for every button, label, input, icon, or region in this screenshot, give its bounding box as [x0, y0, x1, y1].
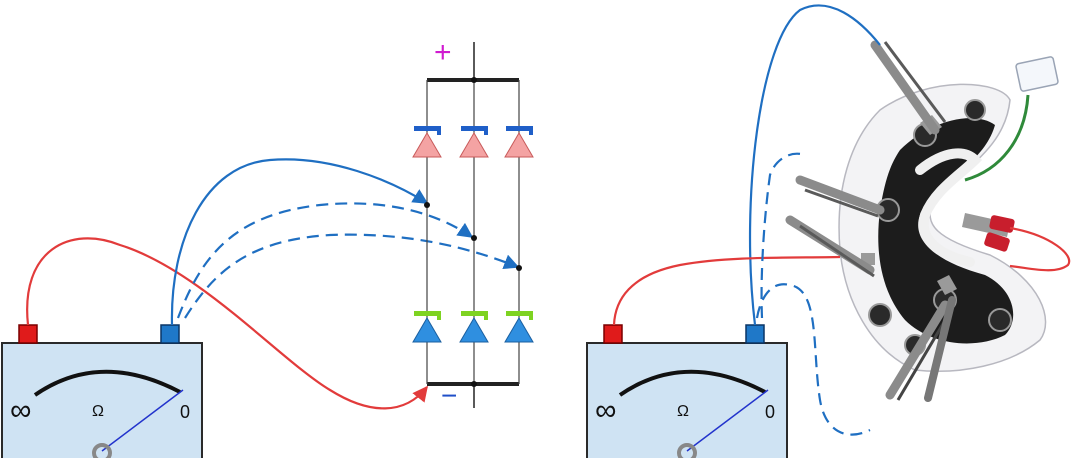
right-meter-needle — [686, 389, 769, 452]
left-ohmmeter: ∞ Ω 0 — [1, 324, 203, 458]
diode-hole — [868, 303, 892, 327]
left-test-leads — [26, 158, 520, 410]
left-meter-scale — [33, 369, 181, 397]
left-ohm-label: Ω — [92, 403, 104, 420]
node-phase-3 — [516, 265, 522, 271]
upper-diode-3 — [504, 126, 534, 158]
right-zero-label: 0 — [765, 402, 775, 422]
left-meter-needle — [101, 389, 184, 452]
right-meter-scale — [618, 369, 766, 397]
left-zero-label: 0 — [180, 402, 190, 422]
node-positive — [471, 77, 477, 83]
right-infinity-label: ∞ — [595, 394, 616, 427]
right-test-leads — [612, 4, 1071, 436]
diode-bridge: + − — [412, 36, 534, 411]
right-positive-terminal[interactable] — [603, 324, 623, 344]
right-negative-terminal[interactable] — [745, 324, 765, 344]
blue-lead-solid[interactable] — [170, 158, 429, 326]
plate-inner-strip — [915, 148, 983, 267]
left-positive-terminal[interactable] — [18, 324, 38, 344]
plate-insulator — [878, 118, 1014, 344]
diode-hole — [988, 308, 1012, 332]
right-red-lead-left[interactable] — [612, 255, 841, 326]
lower-diode-2 — [459, 311, 489, 343]
left-infinity-label: ∞ — [10, 394, 31, 427]
alligator-clip-top — [870, 40, 947, 135]
left-meter-body — [1, 342, 203, 458]
left-meter-pivot — [92, 443, 112, 458]
node-negative — [471, 381, 477, 387]
upper-diode-2 — [459, 126, 489, 158]
connector-plug — [1015, 56, 1059, 92]
alligator-clip-left-lower — [785, 215, 875, 278]
node-phase-1 — [424, 202, 430, 208]
right-blue-lead-dashed-upper[interactable] — [760, 152, 806, 319]
diode-hole — [964, 99, 986, 121]
right-blue-lead[interactable] — [748, 4, 881, 326]
rectifier-plate-icon — [785, 40, 1059, 402]
plus-label: + — [434, 36, 452, 69]
right-ohm-label: Ω — [677, 403, 689, 420]
right-meter-pivot — [677, 443, 697, 458]
minus-label: − — [441, 380, 457, 411]
alligator-clip-left-upper — [795, 175, 885, 218]
green-wire — [964, 94, 1030, 182]
upper-diode-1 — [412, 126, 442, 158]
blue-lead-dashed-1[interactable] — [176, 202, 474, 319]
red-lead[interactable] — [26, 237, 428, 410]
blue-lead-dashed-2[interactable] — [184, 233, 520, 319]
node-phase-2 — [471, 235, 477, 241]
red-clip — [962, 213, 1015, 252]
right-red-lead-right[interactable] — [1009, 226, 1071, 272]
alligator-clip-bottom-1 — [885, 300, 952, 401]
right-blue-lead-dashed-lower[interactable] — [755, 283, 871, 436]
lower-diode-1 — [412, 311, 442, 343]
alligator-clip-bottom-2 — [924, 296, 956, 402]
lower-diode-3 — [504, 311, 534, 343]
right-meter-body — [586, 342, 788, 458]
left-negative-terminal[interactable] — [160, 324, 180, 344]
metal-tab — [937, 275, 957, 295]
right-ohmmeter: ∞ Ω 0 — [586, 324, 788, 458]
